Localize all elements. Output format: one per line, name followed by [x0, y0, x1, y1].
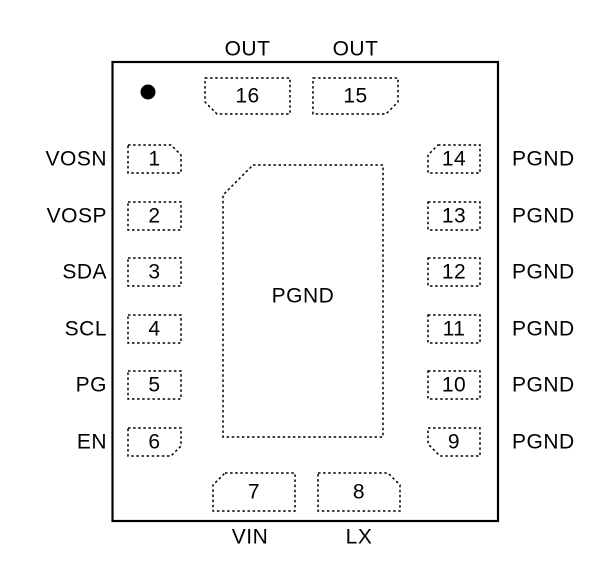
pin-8-number: 8	[353, 481, 365, 504]
pin-3-pad	[127, 257, 182, 287]
pin-14-number: 14	[442, 148, 466, 171]
pin-10-label: PGND	[512, 374, 575, 397]
pin-12-number: 12	[442, 261, 466, 284]
pin-5-label: PG	[76, 374, 107, 397]
pin-11-number: 11	[443, 318, 466, 341]
pin-7-number: 7	[248, 481, 260, 504]
pin-1-pad	[127, 144, 182, 174]
pin-9-number: 9	[448, 431, 460, 454]
pin-1-label: VOSN	[45, 148, 107, 171]
pin-10-pad	[427, 370, 481, 400]
pin-15-label: OUT	[333, 38, 379, 61]
pin-4-label: SCL	[65, 318, 107, 341]
pin-11-pad	[427, 314, 481, 344]
pin-16-label: OUT	[225, 38, 271, 61]
pin-3-label: SDA	[62, 261, 107, 284]
pin-6-number: 6	[148, 431, 160, 454]
pin-7-pad	[212, 472, 296, 512]
pin-14-label: PGND	[512, 148, 575, 171]
pin-12-pad	[427, 257, 481, 287]
pin-2-number: 2	[148, 205, 160, 228]
pin-5-number: 5	[148, 374, 160, 397]
pin-13-label: PGND	[512, 205, 575, 228]
pin-1-number: 1	[148, 148, 160, 171]
pin1-indicator-dot	[140, 84, 156, 100]
pin-4-number: 4	[148, 318, 160, 341]
pin-7-label: VIN	[232, 526, 269, 549]
pin-8-label: LX	[346, 526, 373, 549]
pin-13-number: 13	[442, 205, 466, 228]
thermal-pad	[222, 164, 384, 438]
pin-16-number: 16	[235, 85, 259, 108]
pin-15-pad	[312, 77, 399, 115]
pin-3-number: 3	[148, 261, 160, 284]
pin-8-pad	[317, 472, 401, 512]
package-outline	[111, 60, 500, 523]
pin-14-pad	[427, 144, 481, 174]
pin-2-label: VOSP	[47, 205, 107, 228]
pin-12-label: PGND	[512, 261, 575, 284]
pin-9-label: PGND	[512, 431, 575, 454]
pin-5-pad	[127, 370, 182, 400]
pin-2-pad	[127, 201, 182, 231]
pin-6-pad	[127, 427, 182, 457]
thermal-pad-label: PGND	[272, 285, 335, 308]
pin-6-label: EN	[77, 431, 107, 454]
pin-4-pad	[127, 314, 182, 344]
pin-9-pad	[427, 427, 481, 457]
pin-13-pad	[427, 201, 481, 231]
pin-10-number: 10	[442, 374, 466, 397]
pin-16-pad	[204, 77, 291, 115]
pin-11-label: PGND	[512, 318, 575, 341]
pin-15-number: 15	[343, 85, 367, 108]
